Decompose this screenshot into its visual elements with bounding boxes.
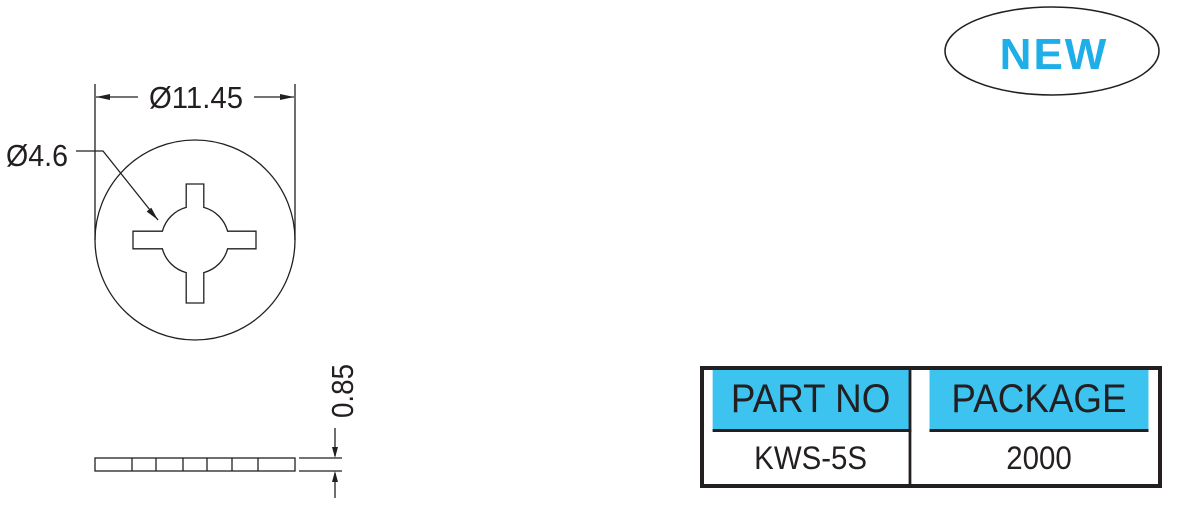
arrowhead-left — [96, 94, 110, 100]
header-package: PACKAGE — [929, 370, 1149, 432]
new-badge-label: NEW — [1000, 30, 1109, 79]
new-badge: NEW — [944, 6, 1160, 96]
new-badge-outline — [944, 6, 1160, 96]
outer-diameter-label: Ø11.45 — [149, 80, 243, 115]
leader-line — [76, 150, 159, 221]
leader-arrowhead — [146, 207, 158, 220]
arrowhead-right — [280, 94, 294, 100]
thickness-label: 0.85 — [325, 364, 360, 418]
thickness-arrowhead-top — [332, 447, 338, 458]
inner-diameter-label: Ø4.6 — [6, 138, 68, 173]
cell-part-number: KWS-5S — [713, 432, 912, 484]
thickness-arrowhead-bottom — [332, 471, 338, 482]
washer-side-view — [94, 457, 296, 472]
part-table: PART NO PACKAGE KWS-5S 2000 — [700, 366, 1162, 488]
washer-outer-circle — [94, 139, 296, 341]
washer-keyed-hole — [132, 183, 257, 304]
cell-package: 2000 — [1006, 439, 1072, 476]
header-part-no: PART NO — [712, 370, 912, 432]
